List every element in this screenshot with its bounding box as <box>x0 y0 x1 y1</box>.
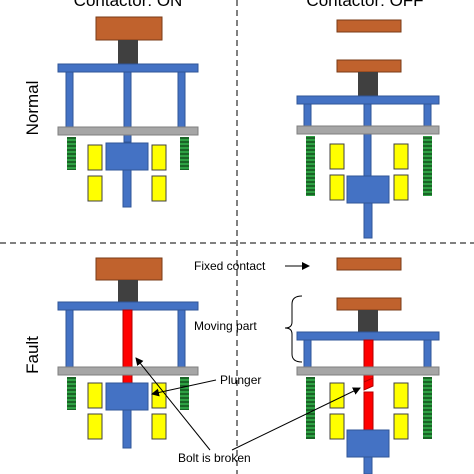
frame-post-left <box>65 71 74 128</box>
coil-bottom-left <box>329 413 345 440</box>
contactor-fault-on <box>57 257 199 449</box>
coil-top-right <box>393 143 409 170</box>
coil-bottom-right <box>151 413 167 440</box>
contact-stem <box>358 310 378 332</box>
moving-frame-top <box>296 331 440 341</box>
fixed-contact <box>95 16 163 41</box>
spring-right <box>423 136 432 196</box>
fixed-contact <box>95 257 163 281</box>
spring-left <box>67 137 76 170</box>
label-bolt-broken: Bolt is broken <box>178 451 251 465</box>
coil-top-right <box>151 144 167 171</box>
bolt-upper <box>363 339 374 383</box>
header-contactor-on: Contactor: ON <box>74 0 183 10</box>
base-plate <box>296 125 440 135</box>
plunger <box>346 175 390 204</box>
fixed-contact <box>336 257 402 271</box>
spring-left <box>306 136 315 196</box>
contactor-normal-on <box>57 16 199 208</box>
plunger-rod <box>122 409 132 449</box>
plunger <box>105 382 149 411</box>
coil-bottom-right <box>151 175 167 202</box>
base-plate <box>296 366 440 376</box>
moving-frame-top <box>57 301 199 311</box>
arrow-bolt-left <box>135 357 211 451</box>
contact-stem <box>118 280 138 302</box>
spring-left <box>67 377 76 410</box>
plunger-rod <box>363 456 373 474</box>
coil-bottom-left <box>87 175 103 202</box>
contact-stem <box>118 40 138 64</box>
contactor-fault-off <box>296 257 440 474</box>
frame-post-left <box>65 309 74 368</box>
coil-top-left <box>329 143 345 170</box>
moving-frame-top <box>296 95 440 105</box>
shaft <box>123 71 132 143</box>
plunger-rod <box>363 202 373 239</box>
label-moving-part: Moving part <box>194 319 257 333</box>
moving-contact <box>336 297 402 311</box>
spring-right <box>180 137 189 170</box>
shaft <box>363 103 372 177</box>
frame-post-left <box>303 103 312 127</box>
moving-frame-top <box>57 63 199 73</box>
coil-top-left <box>87 382 103 409</box>
coil-top-left <box>329 382 345 409</box>
moving-contact <box>336 59 402 73</box>
fixed-contact <box>336 19 402 33</box>
spring-right <box>423 377 432 439</box>
frame-post-right <box>423 339 432 368</box>
coil-bottom-left <box>329 174 345 201</box>
row-label-fault: Fault <box>23 336 42 374</box>
frame-post-left <box>303 339 312 368</box>
spring-right <box>180 377 189 410</box>
plunger <box>105 142 149 171</box>
bolt-break <box>363 377 374 391</box>
contact-stem <box>358 72 378 96</box>
coil-top-left <box>87 144 103 171</box>
base-plate <box>57 366 199 376</box>
label-fixed-contact: Fixed contact <box>194 259 266 273</box>
bolt-lower <box>363 391 374 431</box>
contactor-normal-off <box>296 19 440 239</box>
arrow-bolt-right <box>231 387 361 451</box>
frame-post-right <box>177 71 186 128</box>
header-contactor-off: Contactor: OFF <box>306 0 423 10</box>
base-plate <box>57 126 199 136</box>
plunger <box>346 429 390 458</box>
moving-part-bracket <box>284 295 303 363</box>
plunger-rod <box>122 169 132 208</box>
label-plunger: Plunger <box>220 373 261 387</box>
frame-post-right <box>177 309 186 368</box>
coil-bottom-left <box>87 413 103 440</box>
row-label-normal: Normal <box>23 81 42 136</box>
spring-left <box>306 377 315 439</box>
coil-bottom-right <box>393 174 409 201</box>
coil-bottom-right <box>393 413 409 440</box>
frame-post-right <box>423 103 432 127</box>
coil-top-right <box>393 382 409 409</box>
